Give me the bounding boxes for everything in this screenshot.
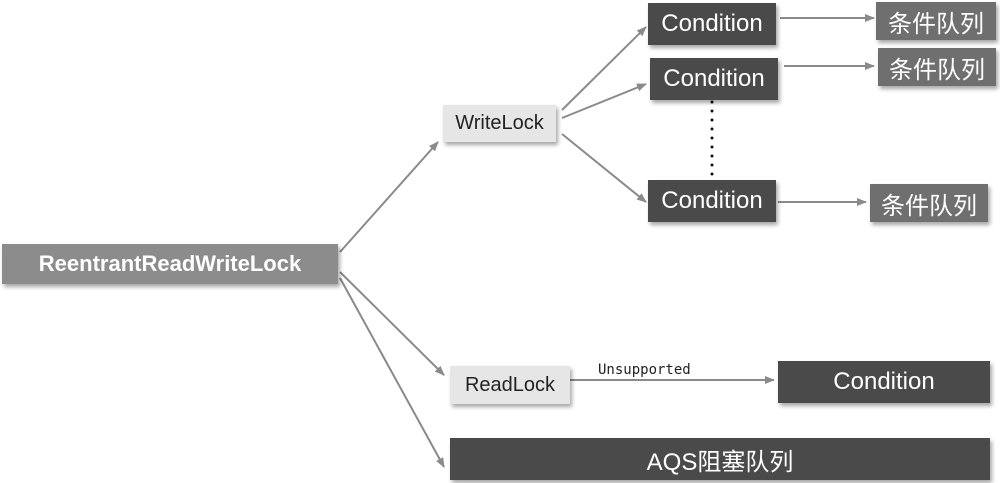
condition-2-label: Condition (663, 65, 765, 92)
read-lock-condition-label: Condition (833, 368, 935, 395)
condition-node-1: Condition (648, 3, 776, 45)
edge-root-to-writelock (339, 141, 439, 253)
condition-queue-2-label: 条件队列 (889, 56, 985, 84)
condition-queue-node-3: 条件队列 (870, 184, 988, 222)
read-lock-node: ReadLock (450, 366, 570, 404)
edge-root-to-readlock (339, 271, 445, 376)
write-lock-node: WriteLock (443, 105, 556, 142)
condition-node-3: Condition (648, 180, 776, 222)
write-lock-label: WriteLock (455, 112, 544, 134)
root-label: ReentrantReadWriteLock (38, 251, 302, 276)
read-lock-condition-node: Condition (778, 361, 990, 403)
edge-writelock-to-condition-1 (561, 26, 647, 111)
condition-queue-node-1: 条件队列 (876, 2, 996, 40)
edge-root-to-aqs (339, 277, 445, 468)
edge-writelock-to-condition-3 (561, 133, 647, 203)
reentrant-read-write-lock-node: ReentrantReadWriteLock (2, 244, 338, 284)
condition-queue-1-label: 条件队列 (888, 10, 984, 38)
unsupported-edge-label: Unsupported (598, 362, 691, 378)
condition-1-label: Condition (661, 10, 763, 37)
condition-3-label: Condition (661, 187, 763, 214)
condition-queue-node-2: 条件队列 (878, 48, 996, 86)
aqs-blocking-queue-label: AQS阻塞队列 (646, 448, 794, 476)
edge-writelock-to-condition-2 (561, 83, 647, 119)
condition-queue-3-label: 条件队列 (881, 192, 977, 220)
aqs-blocking-queue-node: AQS阻塞队列 (450, 438, 990, 480)
condition-node-2: Condition (650, 58, 778, 100)
read-lock-label: ReadLock (464, 373, 556, 396)
